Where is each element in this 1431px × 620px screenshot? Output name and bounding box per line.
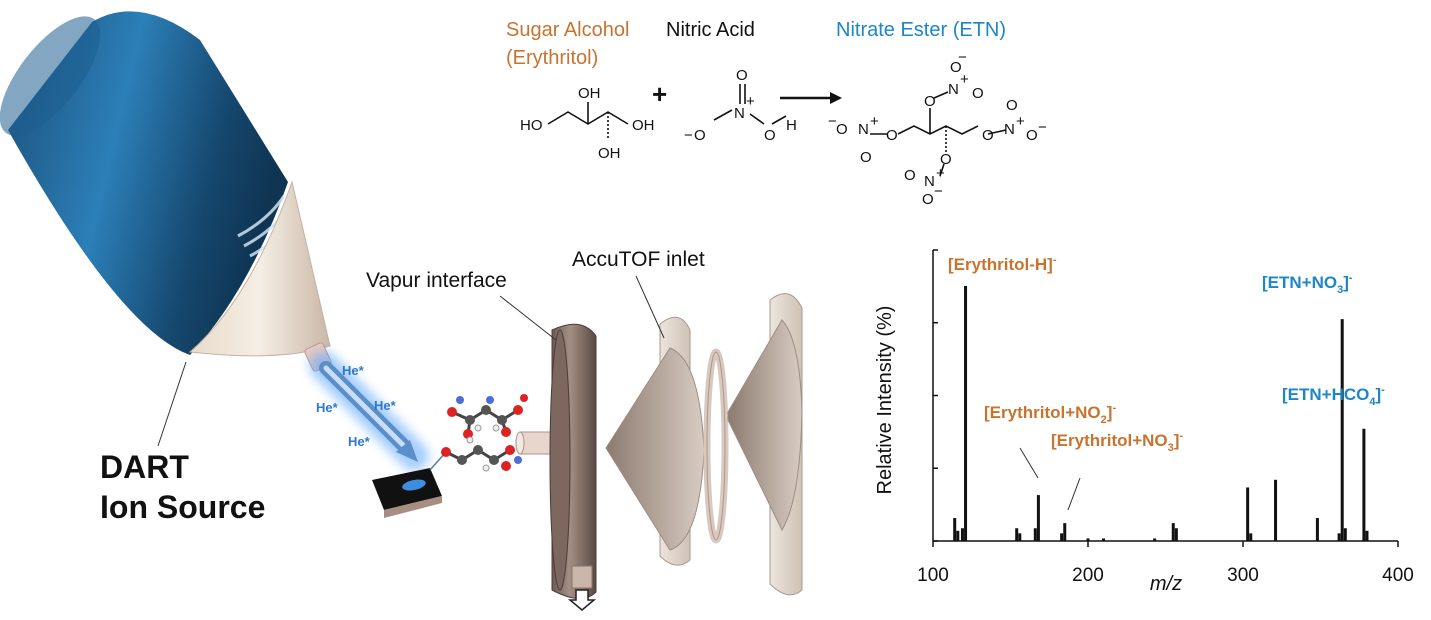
vapur-label: Vapur interface xyxy=(366,269,507,292)
molecule-erythritol xyxy=(441,436,522,472)
y-ticks xyxy=(933,249,938,542)
eryth-oh-right: OH xyxy=(632,117,655,134)
product-title: Nitrate Ester (ETN) xyxy=(836,19,1006,41)
etn-o-4c: O xyxy=(922,191,934,208)
dart-cone xyxy=(188,180,331,357)
x-tick-label: 300 xyxy=(1227,565,1259,586)
helium-beam xyxy=(309,351,429,471)
x-ticks xyxy=(932,541,1399,547)
eryth-oh-top: OH xyxy=(578,85,601,102)
etn-o-2b: O xyxy=(886,127,898,144)
molecule-etn xyxy=(447,394,528,439)
reactant1-title-line1: Sugar Alcohol xyxy=(506,19,629,41)
etn-o-4b: O xyxy=(904,167,916,184)
etn-o-3c: O xyxy=(1026,127,1038,144)
mass-spectrum: 100 200 300 400 xyxy=(917,249,1414,586)
etn-n-3-plus: + xyxy=(1016,113,1025,130)
x-tick-label: 200 xyxy=(1072,565,1104,586)
etn-n-1: N xyxy=(948,81,959,98)
accutof-label: AccuTOF inlet xyxy=(572,248,705,271)
etn-o-2a-minus: − xyxy=(828,113,837,130)
etn-o-4c-minus: − xyxy=(934,183,943,200)
reaction-arrow xyxy=(780,92,842,104)
hno3-o-right: O xyxy=(764,127,776,144)
etn-o-2a: O xyxy=(836,121,848,138)
etn-structure xyxy=(870,91,1007,177)
etn-n-2-plus: + xyxy=(870,113,879,130)
hno3-o-left: O xyxy=(694,127,706,144)
annot-erythritol-h: [Erythritol-H]- xyxy=(948,254,1057,274)
etn-n-4: N xyxy=(924,173,935,190)
sample-spot xyxy=(402,479,426,491)
etn-o-3b: O xyxy=(1006,97,1018,114)
etn-o-2c: O xyxy=(860,149,872,166)
annot-leader-no2 xyxy=(1019,447,1039,479)
etn-n-4-plus: + xyxy=(936,165,945,182)
vapur-interface xyxy=(515,323,633,611)
dart-cylinder xyxy=(8,11,288,356)
x-tick-labels: 100 200 300 400 xyxy=(917,565,1414,586)
etn-n-2: N xyxy=(858,121,869,138)
he-label-2: He* xyxy=(316,400,339,415)
annot-erythritol-no3: [Erythritol+NO3]- xyxy=(1051,430,1183,454)
annot-leader-no3 xyxy=(1067,477,1081,511)
erythritol-structure xyxy=(547,102,629,138)
vapur-leader-line xyxy=(499,295,557,341)
dart-source xyxy=(0,11,332,447)
eryth-oh-bottom: OH xyxy=(598,145,621,162)
etn-o-3a: O xyxy=(982,127,994,144)
eryth-ho: HO xyxy=(520,117,543,134)
accutof-leader-line xyxy=(635,275,665,339)
etn-o-3c-minus: − xyxy=(1038,119,1047,136)
hno3-o-top: O xyxy=(736,67,748,84)
etn-o-1c: O xyxy=(972,85,984,102)
y-axis-label: Relative Intensity (%) xyxy=(874,306,896,495)
hno3-minus: − xyxy=(684,127,693,144)
etn-o-1b-minus: − xyxy=(958,49,967,66)
accutof-cone-2 xyxy=(727,319,803,532)
vapur-outlet xyxy=(571,565,593,589)
dart-cylinder-cap xyxy=(0,16,101,136)
dart-leader-line xyxy=(157,361,187,447)
x-axis-label: m/z xyxy=(1150,573,1182,595)
sample-block xyxy=(372,449,449,518)
etn-o-4a: O xyxy=(940,151,952,168)
etn-n-1-plus: + xyxy=(960,71,969,88)
he-label-3: He* xyxy=(374,398,397,413)
hno3-h: H xyxy=(786,117,797,134)
annot-etn-no3: [ETN+NO3]- xyxy=(1262,272,1353,296)
reactant1-title-line2: (Erythritol) xyxy=(506,47,598,69)
nitric-acid-structure xyxy=(713,84,787,125)
he-label-1: He* xyxy=(342,363,365,378)
x-tick-label: 100 xyxy=(917,565,949,586)
dart-label-line1: DART xyxy=(100,449,189,485)
x-tick-label: 400 xyxy=(1382,565,1414,586)
reactant2-title: Nitric Acid xyxy=(666,19,755,41)
annot-etn-hco4: [ETN+HCO4]- xyxy=(1282,384,1385,408)
etn-n-3: N xyxy=(1004,121,1015,138)
he-label-4: He* xyxy=(348,434,371,449)
annot-erythritol-no2: [Erythritol+NO2]- xyxy=(984,402,1116,426)
spectrum-peaks xyxy=(953,286,1369,541)
outlet-arrow xyxy=(567,589,597,611)
etn-o-1: O xyxy=(924,93,936,110)
hno3-n-plus: + xyxy=(746,93,755,110)
accutof-inlet xyxy=(605,293,803,596)
etn-o-1b: O xyxy=(950,59,962,76)
dart-label-line2: Ion Source xyxy=(100,489,265,525)
plus-sign: + xyxy=(652,79,667,109)
hno3-n: N xyxy=(734,105,745,122)
accutof-cone-1 xyxy=(605,347,705,551)
